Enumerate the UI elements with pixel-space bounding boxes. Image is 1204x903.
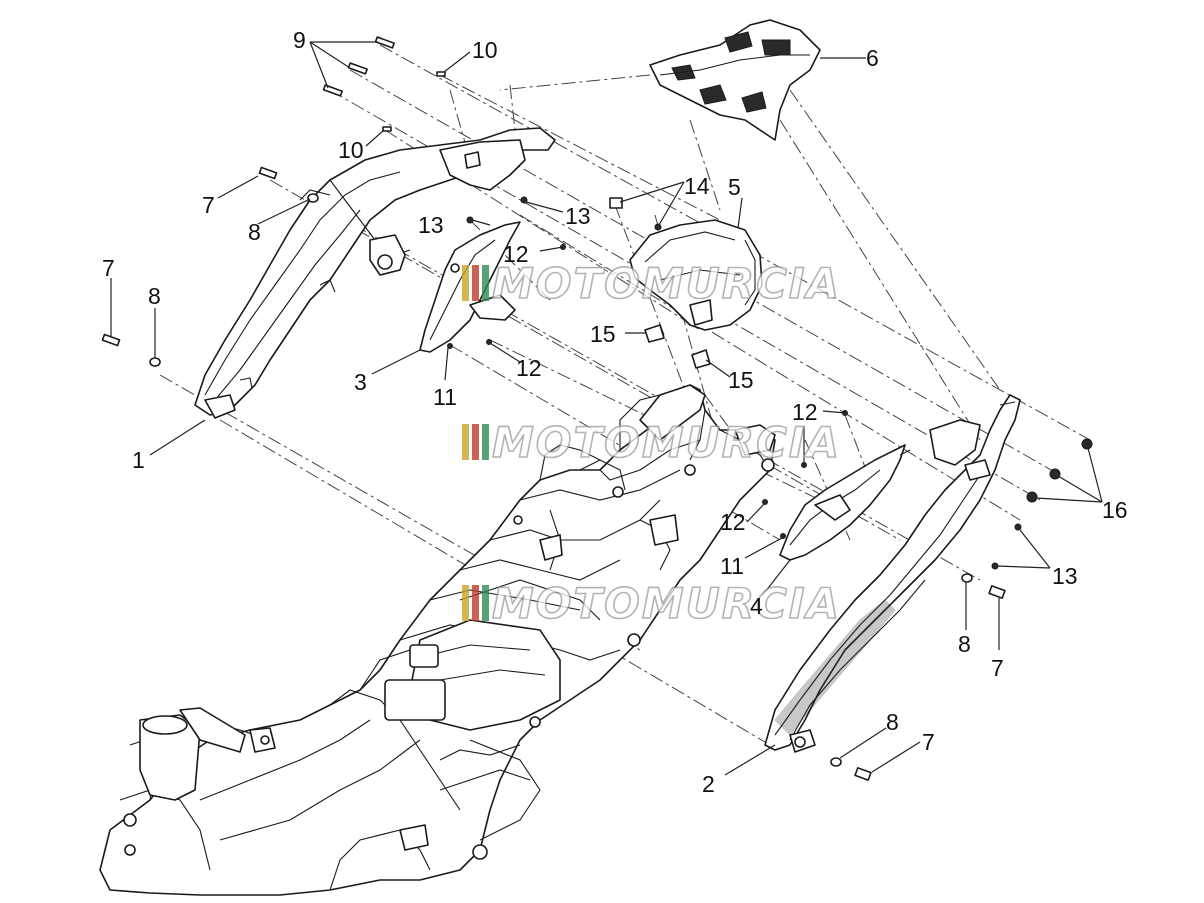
callout-labels: 1 2 3 4 5 6 7 7 7 7 8 8 8 8 9 10 10 11 1… [102,27,1128,797]
callout-15: 15 [590,321,616,347]
hardware [101,36,1093,781]
callout-8: 8 [886,709,899,735]
callout-12: 12 [720,509,746,535]
callout-15: 15 [728,367,754,393]
callout-8: 8 [248,219,261,245]
callout-2: 2 [702,771,715,797]
callout-7: 7 [922,729,935,755]
callout-11: 11 [433,384,457,410]
callout-12: 12 [792,399,818,425]
watermark-1: MOTOMURCIA [462,258,841,309]
watermark-3: MOTOMURCIA [462,578,841,629]
callout-7: 7 [991,655,1004,681]
callout-14: 14 [684,173,710,199]
callout-4: 4 [750,593,763,619]
part-1-left-tail-fairing [194,127,556,419]
callout-7: 7 [102,255,115,281]
callout-11: 11 [720,553,744,579]
part-6-grab-rail [649,19,821,141]
callout-16: 16 [1102,497,1128,523]
callout-7: 7 [202,192,215,218]
part-5-tail-cover [629,219,763,331]
watermark-text: MOTOMURCIA [492,579,841,628]
watermark-text: MOTOMURCIA [492,418,841,467]
callout-6: 6 [866,45,879,71]
callout-3: 3 [354,369,367,395]
callout-13: 13 [1052,563,1078,589]
callout-13: 13 [565,203,591,229]
part-4-right-inner-panel [779,444,911,561]
watermark-text: MOTOMURCIA [492,259,841,308]
callout-13: 13 [418,212,444,238]
part-2-right-tail-fairing [764,394,1021,753]
watermark-2: MOTOMURCIA [462,417,841,468]
leader-lines [110,41,1103,776]
callout-9: 9 [293,27,306,53]
callout-8: 8 [958,631,971,657]
part-3-left-inner-panel [419,221,521,353]
callout-12: 12 [503,241,529,267]
callout-8: 8 [148,283,161,309]
callout-10: 10 [338,137,364,163]
callout-1: 1 [132,447,145,473]
callout-10: 10 [472,37,498,63]
callout-12: 12 [516,355,542,381]
callout-5: 5 [728,174,741,200]
main-frame [99,384,776,896]
